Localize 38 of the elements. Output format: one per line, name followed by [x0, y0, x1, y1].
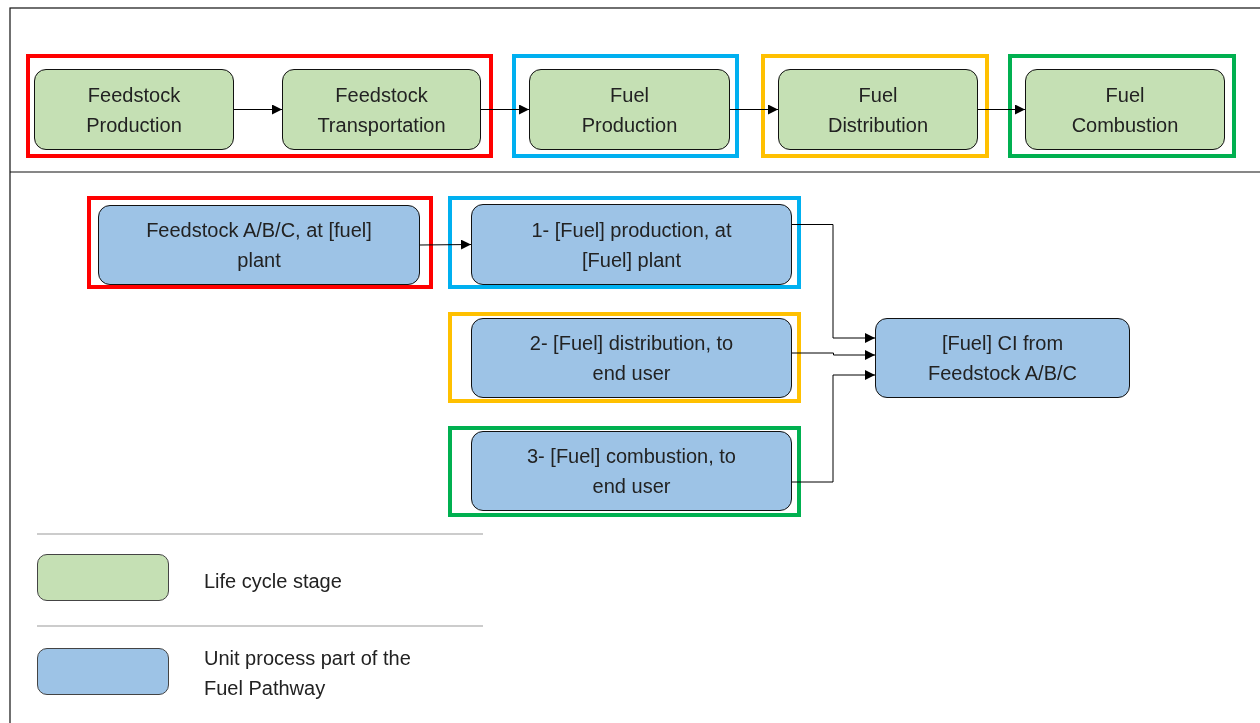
group-frame [448, 426, 801, 517]
process-box [471, 431, 792, 511]
arrow [729, 104, 779, 115]
node-label: Feedstock Transportation [316, 82, 447, 138]
process-box [471, 318, 792, 398]
process-box [471, 204, 792, 285]
legend-label: Unit process part of the Fuel Pathway [204, 646, 412, 701]
group-frame [448, 196, 801, 289]
arrow [791, 350, 876, 360]
node-label: Fuel Production [580, 82, 679, 138]
stage-box [778, 69, 978, 150]
group-frame [512, 54, 739, 158]
arrow [419, 239, 472, 250]
arrow [977, 104, 1026, 115]
stage-box [1025, 69, 1225, 150]
stage-box [529, 69, 730, 150]
arrow [791, 370, 876, 483]
arrow [480, 104, 530, 115]
legend-label: Life cycle stage [204, 569, 343, 594]
group-frame [761, 54, 989, 158]
group-frame [448, 312, 801, 403]
node-label: Fuel Distribution [826, 82, 929, 138]
node-label: Feedstock A/B/C, at [fuel] plant [145, 218, 373, 273]
group-frame [87, 196, 433, 289]
node-label: Fuel Combustion [1070, 82, 1180, 138]
node-label: Feedstock Production [85, 82, 183, 138]
process-box [98, 205, 420, 285]
node-label: 2- [Fuel] distribution, to end user [528, 331, 735, 386]
arrow [233, 104, 283, 115]
group-frame [1008, 54, 1236, 158]
process-box [875, 318, 1130, 398]
stage-box [282, 69, 481, 150]
arrow [791, 224, 876, 343]
node-label: 3- [Fuel] combustion, to end user [526, 444, 737, 499]
stage-box [34, 69, 234, 150]
node-label: [Fuel] CI from Feedstock A/B/C [927, 331, 1078, 386]
node-label: 1- [Fuel] production, at [Fuel] plant [530, 217, 733, 273]
group-frame [26, 54, 493, 158]
